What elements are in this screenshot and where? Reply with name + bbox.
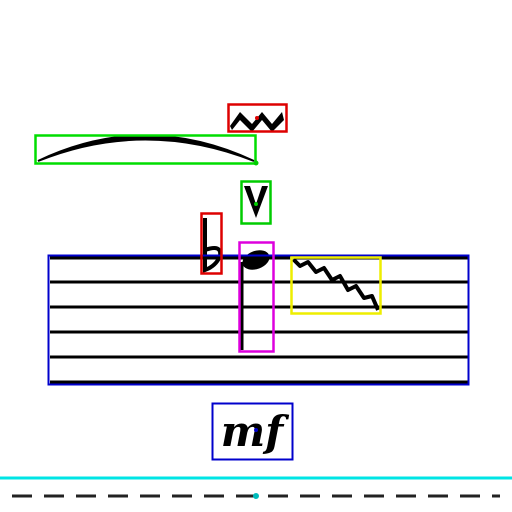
- note-symbol: [240, 250, 270, 350]
- flat-bbox: [200, 212, 223, 275]
- accent-bbox: [240, 180, 272, 225]
- accent-symbol: [244, 186, 268, 218]
- flat-symbol: [203, 218, 223, 273]
- ornament-symbol: [230, 112, 284, 132]
- slur-symbol: [37, 134, 255, 162]
- staff-bbox: [47, 254, 470, 386]
- ornament-bbox: [227, 103, 288, 133]
- note-bbox: [238, 241, 275, 353]
- slur-bbox: [34, 134, 257, 165]
- glissando-symbol: [290, 256, 380, 311]
- cyan-guide-point: [253, 493, 259, 499]
- note-head: [242, 250, 270, 270]
- dynamic-bbox: [211, 402, 294, 461]
- staff: [50, 256, 468, 384]
- glissando-bbox: [290, 256, 382, 315]
